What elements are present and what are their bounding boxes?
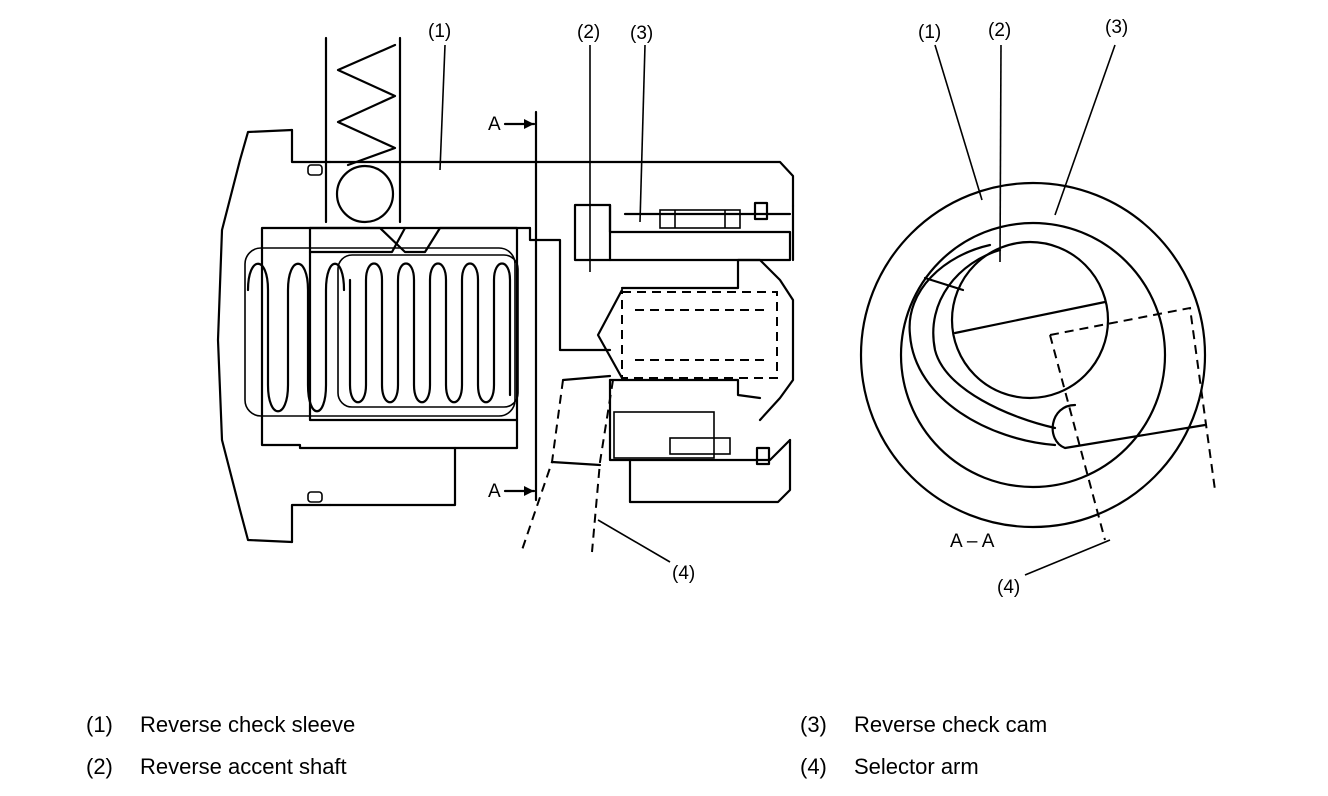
legend-label: Reverse accent shaft bbox=[140, 754, 347, 779]
legend-label: Selector arm bbox=[854, 754, 979, 779]
legend-item-4: (4) Selector arm bbox=[800, 754, 979, 780]
legend-label: Reverse check sleeve bbox=[140, 712, 356, 737]
legend-number: (2) bbox=[86, 754, 113, 779]
section-title: A – A bbox=[950, 531, 995, 552]
section-callout-3: (3) bbox=[1105, 17, 1128, 38]
legend-label: Reverse check cam bbox=[854, 712, 1048, 737]
legend-number: (1) bbox=[86, 712, 113, 737]
legend-number: (4) bbox=[800, 754, 827, 779]
section-callout-2: (2) bbox=[988, 20, 1011, 41]
legend-item-1: (1) Reverse check sleeve bbox=[86, 712, 355, 738]
legend-number: (3) bbox=[800, 712, 827, 737]
callout-2: (2) bbox=[577, 22, 600, 43]
detent-spring bbox=[324, 36, 402, 224]
detent-ball bbox=[335, 164, 395, 224]
cross-section-diagram: (1) (2) (3) (4) A A (1) (2) (3) (4) A – … bbox=[216, 17, 1216, 598]
section-callout-1: (1) bbox=[918, 22, 941, 43]
section-a-a bbox=[859, 44, 1216, 576]
selector-arm-left bbox=[521, 374, 614, 553]
legend: (1) Reverse check sleeve (2) Reverse accen… bbox=[0, 700, 1328, 790]
outer-spring bbox=[244, 247, 516, 417]
section-line bbox=[503, 110, 538, 502]
housing bbox=[216, 128, 795, 544]
legend-item-2: (2) Reverse accent shaft bbox=[86, 754, 347, 780]
reverse-check-cam-section bbox=[573, 201, 792, 262]
legend-item-3: (3) Reverse check cam bbox=[800, 712, 1047, 738]
callout-1: (1) bbox=[428, 21, 451, 42]
callout-4: (4) bbox=[672, 563, 695, 584]
inner-spring bbox=[337, 254, 519, 408]
section-marker-top: A bbox=[488, 114, 501, 135]
callout-3: (3) bbox=[630, 23, 653, 44]
leader-lines-left bbox=[439, 44, 671, 563]
section-marker-bottom: A bbox=[488, 481, 501, 502]
shaft bbox=[260, 226, 612, 450]
plunger bbox=[596, 258, 795, 466]
section-callout-4: (4) bbox=[997, 577, 1020, 598]
